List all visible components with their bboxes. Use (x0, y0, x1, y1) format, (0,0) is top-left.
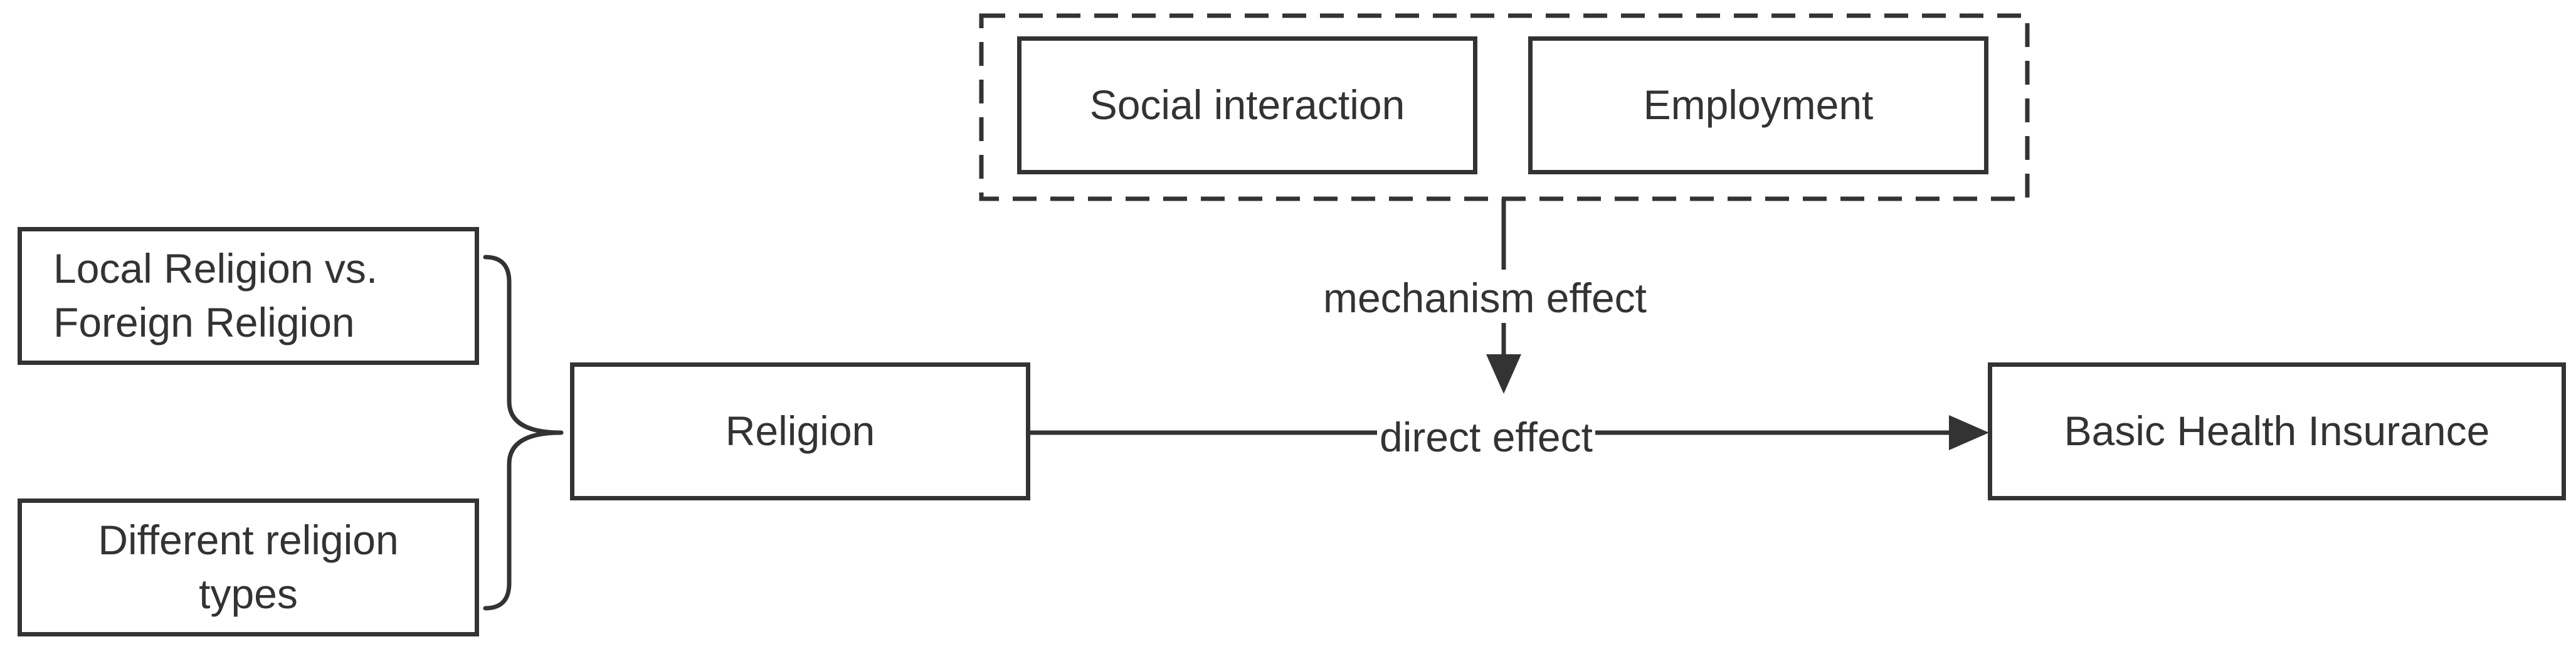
mechanism-effect-label: mechanism effect (1319, 277, 1651, 319)
node-employment: Employment (1528, 36, 1988, 174)
node-social-interaction: Social interaction (1017, 36, 1477, 174)
node-employment-label: Employment (1643, 82, 1874, 129)
mechanism-arrowhead (1486, 354, 1521, 394)
direct-effect-arrowhead (1949, 415, 1989, 450)
grouping-brace (483, 255, 564, 611)
direct-effect-label: direct effect (1377, 416, 1595, 458)
node-basic-health-insurance-label: Basic Health Insurance (2064, 408, 2490, 455)
node-different-religion-types: Different religion types (18, 498, 479, 636)
node-basic-health-insurance: Basic Health Insurance (1988, 362, 2566, 500)
node-local-vs-foreign-religion-label: Local Religion vs. Foreign Religion (53, 245, 378, 345)
node-local-vs-foreign-religion: Local Religion vs. Foreign Religion (18, 227, 479, 365)
node-different-religion-types-label: Different religion types (98, 517, 399, 617)
node-religion: Religion (570, 362, 1030, 500)
node-religion-label: Religion (725, 408, 875, 455)
node-social-interaction-label: Social interaction (1089, 82, 1405, 129)
